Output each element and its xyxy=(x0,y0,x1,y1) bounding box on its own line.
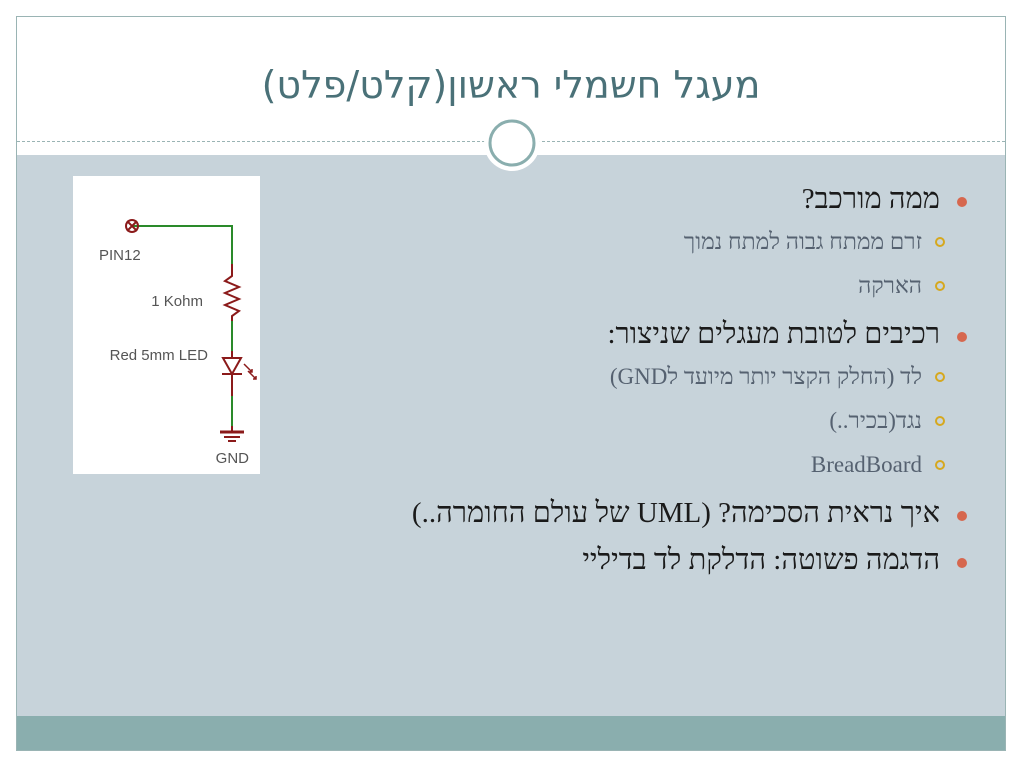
list-item: ממה מורכב? xyxy=(260,180,980,219)
circuit-diagram: PIN12 1 Kohm Red 5mm LED GND xyxy=(73,176,260,474)
list-item: BreadBoard xyxy=(260,450,980,480)
list-item: הדגמה פשוטה: הדלקת לד בדיליי xyxy=(260,541,980,580)
pin-label: PIN12 xyxy=(99,247,141,264)
resistor-label: 1 Kohm xyxy=(151,293,203,310)
list-item: הארקה xyxy=(260,271,980,301)
bullet-list: ממה מורכב? זרם ממתח גבוה למתח נמוך הארקה… xyxy=(260,180,980,588)
footer-bar xyxy=(17,716,1005,750)
list-item: רכיבים לטובת מעגלים שניצור: xyxy=(260,315,980,354)
led-label: Red 5mm LED xyxy=(110,347,209,364)
list-item: נגד(בכיר..) xyxy=(260,406,980,436)
ground-label: GND xyxy=(216,450,250,467)
pin-connector-icon xyxy=(125,219,139,233)
ground-icon xyxy=(220,426,244,442)
circuit-schematic: PIN12 1 Kohm Red 5mm LED GND xyxy=(99,219,257,467)
list-item: איך נראית הסכימה? (UML של עולם החומרה..) xyxy=(260,494,980,533)
list-item: זרם ממתח גבוה למתח נמוך xyxy=(260,227,980,257)
led-icon xyxy=(221,351,257,396)
circle-ornament-icon xyxy=(484,115,540,171)
wire-top xyxy=(132,225,233,264)
resistor-icon xyxy=(222,264,242,321)
list-item: לד (החלק הקצר יותר מיועד לGND) xyxy=(260,362,980,392)
slide-title: מעגל חשמלי ראשון(קלט/פלט) xyxy=(261,63,761,107)
